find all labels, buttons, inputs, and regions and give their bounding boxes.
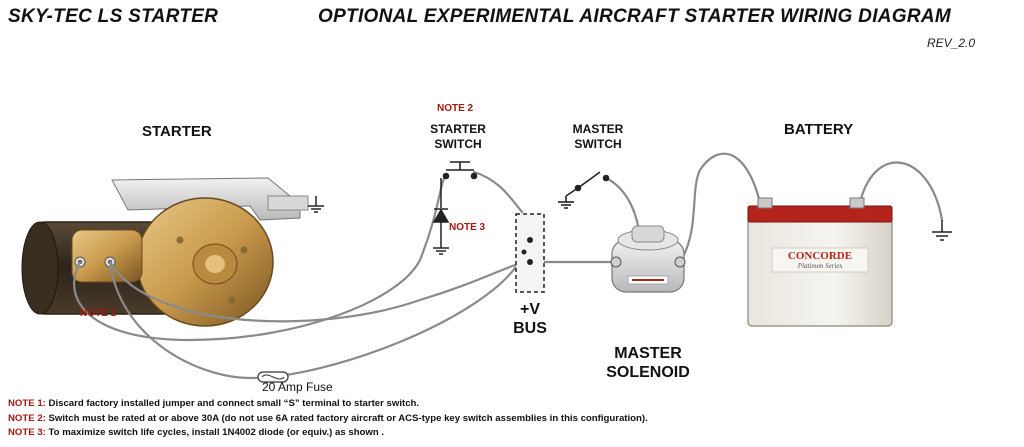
wire-s-terminal [73, 174, 448, 342]
master-switch-symbol [558, 171, 610, 209]
wire-solenoid-to-battery [678, 152, 764, 264]
note-text: Discard factory installed jumper and con… [48, 398, 420, 409]
note3-marker: NOTE 3 [449, 222, 486, 233]
note-text: To maximize switch life cycles, install … [48, 427, 385, 438]
battery-label: BATTERY [784, 121, 854, 138]
diode-symbol [432, 178, 450, 255]
ground-symbol-starter [308, 196, 324, 213]
note2-marker: NOTE 2 [437, 103, 474, 114]
master-switch-label: MASTER SWITCH [572, 122, 624, 151]
fuse-label: 20 Amp Fuse [262, 380, 333, 394]
starter-motor [21, 177, 309, 327]
note-tag: NOTE 2: [8, 412, 46, 424]
note-tag: NOTE 3: [8, 427, 46, 438]
diagram-title: OPTIONAL EXPERIMENTAL AIRCRAFT STARTER W… [318, 6, 952, 27]
bus-label: +V BUS [513, 301, 547, 337]
revision-label: REV_2.0 [927, 36, 976, 50]
wire-starter-switch-to-bus [472, 170, 524, 214]
battery [747, 197, 893, 327]
fuse-symbol [257, 371, 289, 383]
battery-brand: CONCORDE [787, 250, 853, 262]
battery-series: Platinum Series [797, 262, 843, 270]
ground-symbol-battery [932, 220, 952, 241]
note-row: NOTE 1: Discard factory installed jumper… [8, 397, 1018, 412]
note-row: NOTE 3: To maximize switch life cycles, … [8, 426, 1018, 441]
starter-switch-symbol [442, 161, 478, 180]
wires [73, 152, 944, 380]
note-text: Switch must be rated at or above 30A (do… [48, 412, 648, 424]
note1-marker: NOTE 1 [80, 308, 117, 319]
starter-label: STARTER [142, 123, 212, 140]
wire-fused [108, 260, 520, 380]
note-tag: NOTE 1: [8, 398, 46, 409]
master-solenoid [610, 225, 686, 293]
notes-list: NOTE 1: Discard factory installed jumper… [8, 397, 1018, 441]
solenoid-label: MASTER SOLENOID [606, 345, 690, 381]
note-row: NOTE 2: Switch must be rated at or above… [8, 412, 1018, 427]
wire-starter-main [108, 260, 520, 323]
bus-bar [515, 213, 545, 293]
starter-switch-label: STARTER SWITCH [430, 122, 486, 151]
wire-battery-ground [856, 161, 944, 222]
left-title: SKY-TEC LS STARTER [8, 6, 219, 27]
